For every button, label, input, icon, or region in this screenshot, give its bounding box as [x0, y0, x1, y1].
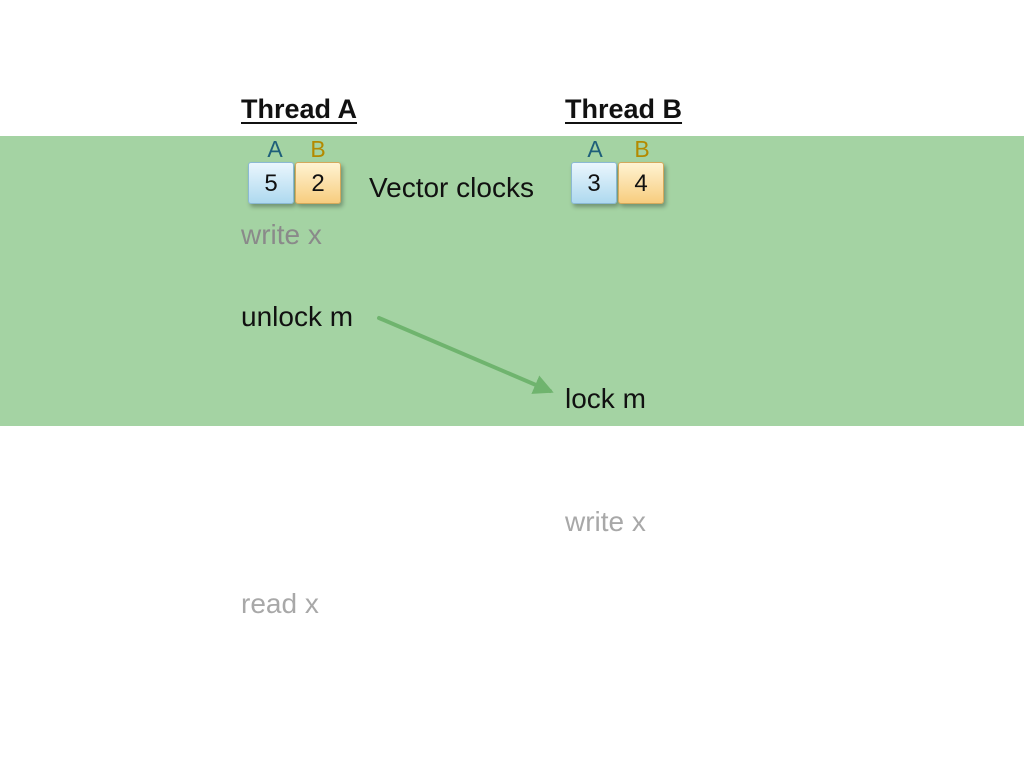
- thread-a-clock-cell-b: 2: [295, 162, 341, 204]
- thread-a-clock-label-b: B: [310, 136, 326, 162]
- thread-b-op-lock-m: lock m: [565, 383, 646, 414]
- thread-b-clock-cell-b: 4: [618, 162, 664, 204]
- thread-b-op-write-x: write x: [565, 506, 646, 537]
- thread-a-clock-cell-a: 5: [248, 162, 294, 204]
- thread-a-op-read-x: read x: [241, 588, 319, 619]
- thread-b-clock-label-b: B: [634, 136, 650, 162]
- thread-a-clock-label-a: A: [267, 136, 283, 162]
- thread-a-heading: Thread A: [241, 94, 358, 124]
- thread-a-op-unlock-m: unlock m: [241, 301, 354, 332]
- thread-a-op-write-x: write x: [241, 219, 322, 250]
- thread-b-heading: Thread B: [565, 94, 683, 124]
- thread-b-clock-label-a: A: [587, 136, 603, 162]
- thread-b-clock-cell-a: 3: [571, 162, 617, 204]
- vector-clocks-caption: Vector clocks: [369, 172, 534, 203]
